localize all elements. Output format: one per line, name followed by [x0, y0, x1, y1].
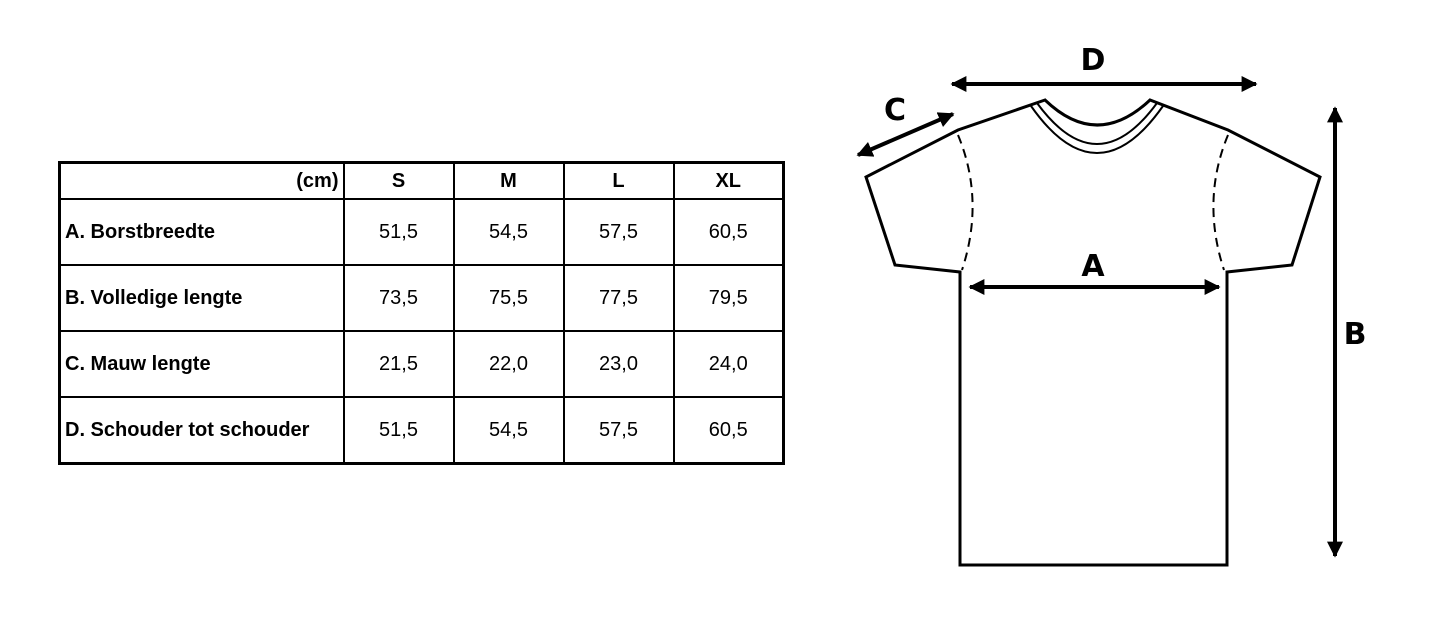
row-label: D. Schouder tot schouder: [58, 396, 345, 465]
table-row: D. Schouder tot schouder 51,5 54,5 57,5 …: [58, 396, 785, 465]
size-header-m: M: [452, 161, 565, 200]
collar-line: [1030, 105, 1164, 154]
sleeve-seam-left: [957, 134, 974, 271]
label-b: B: [1344, 317, 1367, 352]
collar-line: [1036, 102, 1158, 145]
table-cell: 54,5: [452, 198, 565, 266]
dimension-arrows: [856, 76, 1343, 558]
table-row: A. Borstbreedte 51,5 54,5 57,5 60,5: [58, 198, 785, 266]
table-cell: 23,0: [562, 330, 675, 398]
table-cell: 77,5: [562, 264, 675, 332]
table-cell: 22,0: [452, 330, 565, 398]
row-label: B. Volledige lengte: [58, 264, 345, 332]
header-row: (cm) S M L XL: [58, 161, 785, 200]
arrow-c: [856, 112, 955, 157]
table-cell: 54,5: [452, 396, 565, 465]
table-cell: 57,5: [562, 198, 675, 266]
table-cell: 60,5: [672, 198, 785, 266]
size-header-l: L: [562, 161, 675, 200]
row-label: C. Mauw lengte: [58, 330, 345, 398]
size-header-s: S: [342, 161, 455, 200]
table-row: B. Volledige lengte 73,5 75,5 77,5 79,5: [58, 264, 785, 332]
table-cell: 79,5: [672, 264, 785, 332]
label-c: C: [884, 93, 906, 128]
table-cell: 73,5: [342, 264, 455, 332]
table-cell: 51,5: [342, 396, 455, 465]
table-cell: 57,5: [562, 396, 675, 465]
table-cell: 21,5: [342, 330, 455, 398]
table-cell: 51,5: [342, 198, 455, 266]
unit-header: (cm): [58, 161, 345, 200]
sleeve-seam-right: [1212, 134, 1229, 271]
table-row: C. Mauw lengte 21,5 22,0 23,0 24,0: [58, 330, 785, 398]
table-cell: 24,0: [672, 330, 785, 398]
size-chart-table: (cm) S M L XL A. Borstbreedte 51,5 54,5 …: [58, 161, 785, 465]
size-header-xl: XL: [672, 161, 785, 200]
tshirt-outline: [864, 98, 1322, 567]
label-d: D: [1081, 43, 1106, 78]
table-cell: 60,5: [672, 396, 785, 465]
row-label: A. Borstbreedte: [58, 198, 345, 266]
table-cell: 75,5: [452, 264, 565, 332]
label-a: A: [1081, 249, 1105, 284]
